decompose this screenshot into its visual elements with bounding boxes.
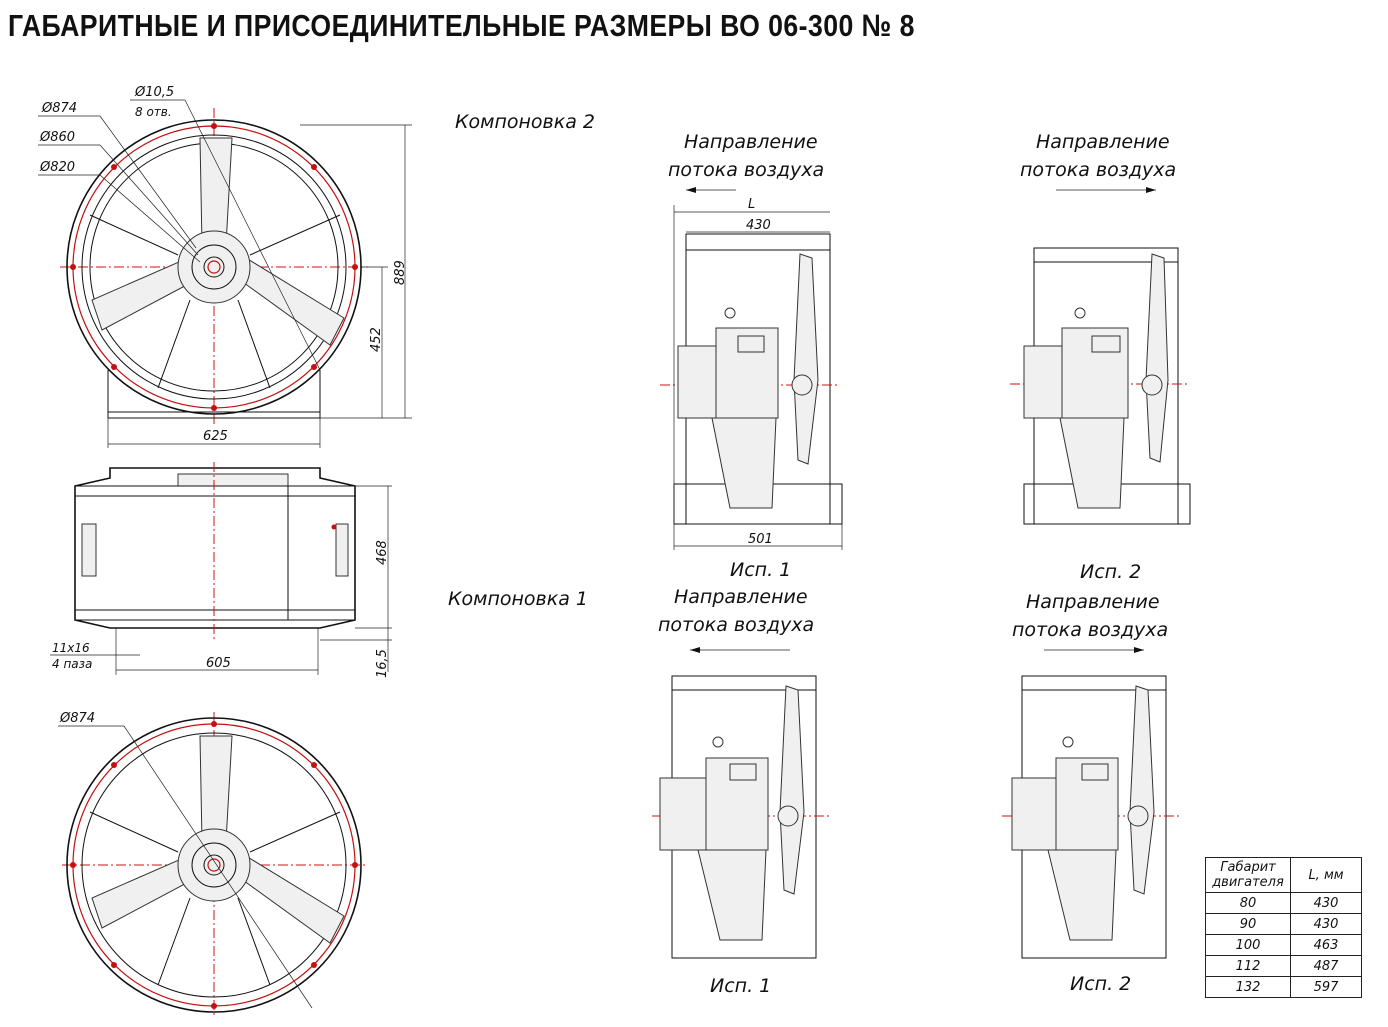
- layout2-isp2-view: [1010, 187, 1191, 525]
- flow-label-l2i2-line2: потока воздуха: [1020, 159, 1176, 181]
- layout2-isp1-view: [660, 187, 843, 550]
- flow-label-l2i1-line1: Направление: [684, 131, 818, 153]
- flow-label-l2i1-line2: потока воздуха: [668, 159, 824, 181]
- dim-625: 625: [203, 429, 228, 444]
- dim-L: L: [748, 197, 755, 212]
- label-l2-isp1: Исп. 1: [730, 559, 791, 581]
- dim-889: 889: [393, 260, 408, 285]
- dim-501: 501: [748, 532, 773, 547]
- layout1-isp2-view: [1002, 647, 1180, 959]
- front-view-bottom: [58, 712, 368, 1018]
- dim-452: 452: [369, 327, 384, 352]
- page-title: ГАБАРИТНЫЕ И ПРИСОЕДИНИТЕЛЬНЫЕ РАЗМЕРЫ В…: [8, 8, 915, 43]
- table-cell: 597: [1290, 976, 1362, 998]
- flow-label-l1i1-line1: Направление: [674, 586, 808, 608]
- flow-label-l1i1-line2: потока воздуха: [658, 614, 814, 636]
- dim-468: 468: [375, 540, 390, 565]
- dim-d10-5: Ø10,5: [134, 85, 174, 100]
- label-l1-isp2: Исп. 2: [1070, 973, 1131, 995]
- table-header-length: L, мм: [1290, 857, 1362, 893]
- front-view-top: [38, 99, 412, 448]
- dim-d820: Ø820: [39, 160, 75, 175]
- dim-holes: 8 отв.: [135, 105, 172, 119]
- dim-d874-bottom: Ø874: [59, 711, 95, 726]
- label-l1-isp1: Исп. 1: [710, 975, 771, 997]
- dim-16-5: 16,5: [375, 649, 390, 678]
- table-cell: 80: [1205, 892, 1291, 914]
- table-cell: 132: [1205, 976, 1291, 998]
- table-cell: 100: [1205, 934, 1291, 956]
- label-layout2: Компоновка 2: [455, 111, 595, 133]
- flow-label-l1i2-line1: Направление: [1026, 591, 1160, 613]
- layout1-isp1-view: [652, 647, 830, 959]
- dim-d860: Ø860: [39, 130, 75, 145]
- table-cell: 487: [1290, 955, 1362, 977]
- table-cell: 430: [1290, 892, 1362, 914]
- dim-d874-top: Ø874: [41, 101, 77, 116]
- flow-label-l2i2-line1: Направление: [1036, 131, 1170, 153]
- dim-slot: 11х16: [52, 641, 90, 655]
- flow-label-l1i2-line2: потока воздуха: [1012, 619, 1168, 641]
- dim-slots: 4 паза: [52, 657, 92, 671]
- dim-605: 605: [206, 656, 231, 671]
- side-view: [50, 462, 392, 675]
- dim-430: 430: [746, 218, 771, 233]
- table-cell: 463: [1290, 934, 1362, 956]
- label-l2-isp2: Исп. 2: [1080, 561, 1141, 583]
- table-cell: 430: [1290, 913, 1362, 935]
- label-layout1: Компоновка 1: [448, 588, 588, 610]
- table-cell: 112: [1205, 955, 1291, 977]
- table-header-motor: Габарит двигателя: [1205, 857, 1291, 893]
- table-cell: 90: [1205, 913, 1291, 935]
